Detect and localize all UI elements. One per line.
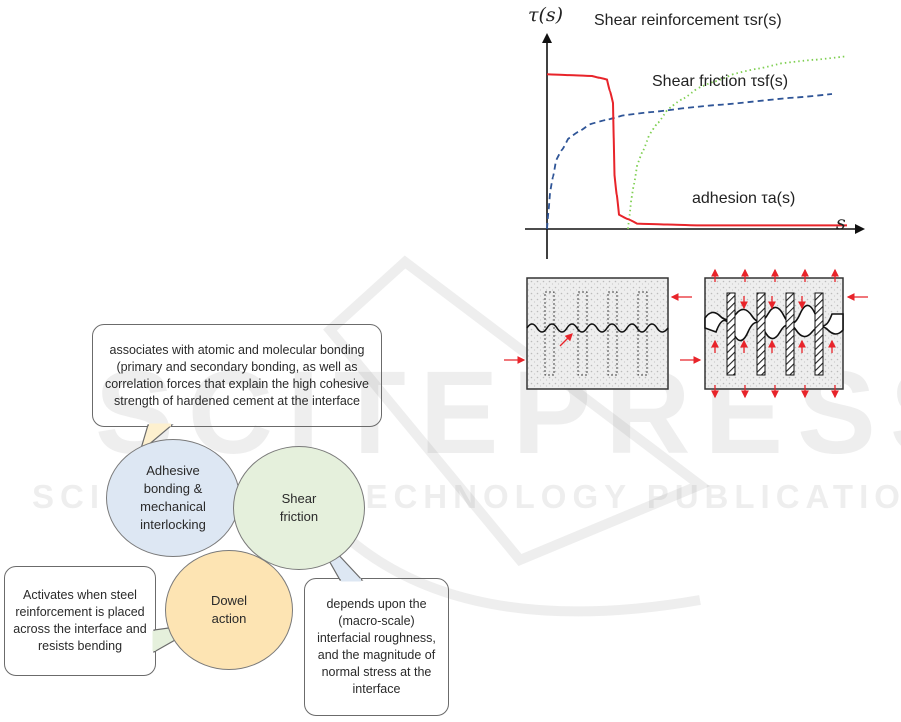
y-axis-arrowhead <box>542 33 552 43</box>
dowel-callout: Activates when steel reinforcement is pl… <box>4 566 156 676</box>
series-adhesion <box>546 73 847 227</box>
panel-unreinforced <box>504 277 692 390</box>
series-label-adhesion: adhesion τa(s) <box>692 190 796 207</box>
panel-reinforced <box>680 268 868 399</box>
friction-callout: depends upon the (macro-scale) interfaci… <box>304 578 449 716</box>
y-axis-label: τ(s) <box>528 4 564 26</box>
dowel-callout-text: Activates when steel reinforcement is pl… <box>13 588 147 653</box>
interface-schematics <box>504 268 868 399</box>
shear-slip-chart <box>525 33 865 259</box>
adhesive-bonding-label: Adhesive bonding & mechanical interlocki… <box>140 463 206 532</box>
shear-friction-label: Shear friction <box>279 491 319 524</box>
shear-friction-circle: Shear friction <box>233 446 365 570</box>
adhesion-callout: associates with atomic and molecular bon… <box>92 324 382 427</box>
series-label-friction: Shear friction τsf(s) <box>652 73 789 90</box>
adhesion-callout-text: associates with atomic and molecular bon… <box>104 342 370 408</box>
chart-axes <box>525 39 859 259</box>
x-axis-arrowhead <box>855 224 865 234</box>
friction-callout-text: depends upon the (macro-scale) interfaci… <box>317 597 436 696</box>
adhesive-bonding-circle: Adhesive bonding & mechanical interlocki… <box>106 439 240 557</box>
series-label-reinforcement: Shear reinforcement τsr(s) <box>594 12 782 29</box>
dowel-action-circle: Dowel action <box>165 550 293 670</box>
dowel-action-label: Dowel action <box>210 593 248 626</box>
x-axis-label: s <box>836 212 846 234</box>
series-shear-friction <box>546 93 833 230</box>
